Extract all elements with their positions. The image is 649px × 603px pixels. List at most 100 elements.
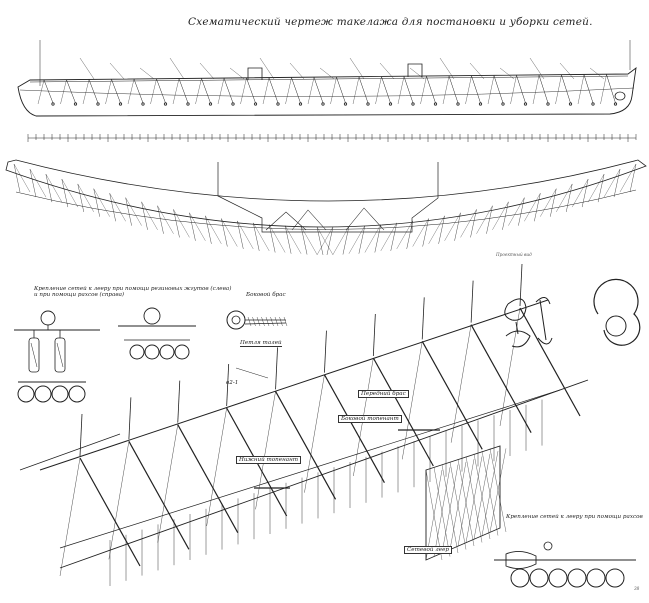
boom-end [614,103,616,105]
net-mesh [426,470,442,560]
net-mesh [434,467,450,556]
net-mesh [458,459,474,546]
net-ring [130,345,144,359]
plan-stay [62,179,78,207]
page-number: 38 [634,586,640,591]
plan-boom [30,169,36,197]
plan-boom [317,227,323,255]
plan-stay [572,179,588,207]
boom-end [502,103,504,105]
label-small-note: Проектный вид [496,252,532,257]
net-boom [584,75,593,103]
rig-line [560,63,574,79]
plan-stay [620,164,636,192]
rig-line [140,68,154,79]
net-ring [35,386,51,402]
rope-lay [280,317,283,326]
net-ring [69,386,85,402]
net-boom [89,80,98,103]
plan-stay [349,226,365,254]
plan-outline [6,160,646,227]
net-ring-bottom [530,569,548,587]
net-boom [382,77,391,103]
plan-boom [221,219,227,247]
net-boom [607,75,616,104]
boom-stay [196,78,202,104]
plan-stay [237,221,253,249]
plan-stay [142,202,158,230]
plan-stay [333,227,349,255]
net-boom [337,77,346,103]
ship-plan-view [6,160,646,255]
plan-stay [253,223,269,251]
stanchion [422,297,424,339]
boom-stay [353,77,359,104]
stanchion [129,397,131,439]
topping-wire [402,341,422,459]
rig-line [260,58,274,79]
tents [266,208,384,230]
shackle-pin [544,542,552,550]
net-rail [60,390,560,548]
plan-stay [492,202,508,230]
plan-boom [110,193,116,221]
plan-stay [158,206,174,234]
net-ring-bottom [587,569,605,587]
boom-end [52,103,54,105]
net-boom [494,76,503,103]
rig-line [440,58,454,79]
boom-stay [376,77,382,104]
plan-boom [14,164,20,192]
ruler-scale [28,134,636,142]
plan-boom [486,206,492,234]
plan-stay [30,169,46,197]
funnel-fore [248,68,262,80]
plan-boom [455,213,461,241]
net-boom [314,77,323,103]
eye-bolt [41,311,55,325]
net-mesh [450,462,466,550]
stanchion [276,347,278,389]
sheer-curve [20,88,634,97]
boom-end [344,103,346,105]
propeller-guard [615,92,625,100]
boom-end [367,103,369,105]
rig-line [350,58,364,79]
boom-stay [128,79,134,104]
net-boom [224,78,233,103]
label-mounting-main: Крепление сетей к лееру при помощи резин… [34,286,232,299]
boom-stay [578,75,584,104]
plan-boom [598,174,604,202]
plan-boom [205,216,211,244]
plan-stay [205,216,221,244]
net-boom [359,77,368,103]
label-mounting-rings: Крепление сетей к лееру при помощи рахсо… [506,514,643,520]
net-boom [471,325,531,433]
boom-stay [263,78,269,104]
net-boom [157,79,166,103]
funnel-aft [408,64,422,77]
net-boom [539,75,548,103]
rope-lay [257,317,260,326]
net-ring-bottom [511,569,529,587]
plan-boom [78,184,84,212]
boom-end [119,103,121,105]
plan-boom [502,202,508,230]
plan-stay [540,189,556,217]
rope-lay [262,317,265,326]
net-ring [52,386,68,402]
plan-stay [476,206,492,234]
wire-rope [245,320,286,324]
stanchion [471,281,473,323]
plan-stay [397,221,413,249]
rig-line [170,58,184,79]
plan-stay [317,227,333,255]
rope-lay [275,317,278,326]
rig-line [500,68,514,79]
plan-boom [189,213,195,241]
boom-end [209,103,211,105]
mounting-details [14,279,640,402]
cord-hatch [31,343,37,367]
stanchion [178,381,180,423]
plan-stay [365,225,381,253]
